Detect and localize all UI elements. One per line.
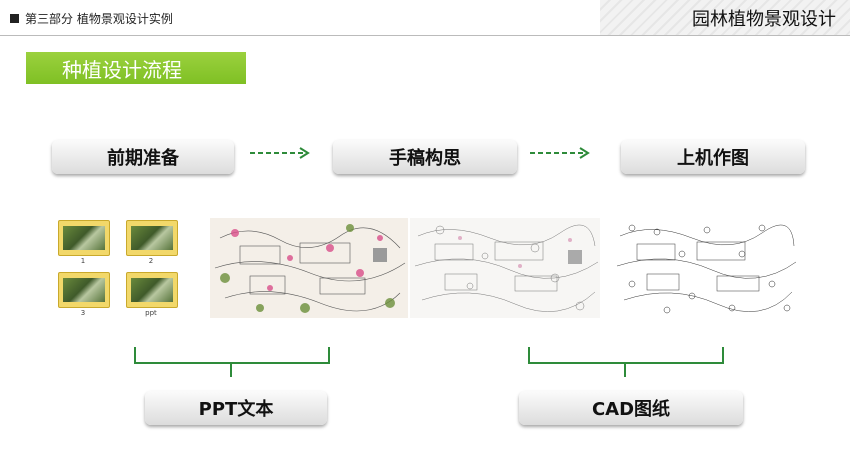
step-cad: 上机作图 xyxy=(621,140,805,174)
folder-icon xyxy=(126,272,178,308)
colored-plan-sketch-image xyxy=(210,218,408,318)
right-brace-icon xyxy=(528,347,724,377)
step-sketch: 手稿构思 xyxy=(333,140,517,174)
folder-icon xyxy=(126,220,178,256)
folder-label: 1 xyxy=(80,257,86,265)
output-ppt: PPT文本 xyxy=(145,391,327,425)
folder-icon xyxy=(58,272,110,308)
output-cad: CAD图纸 xyxy=(519,391,743,425)
dashed-arrow-icon xyxy=(250,147,310,159)
header-divider xyxy=(0,35,850,36)
cad-plan-image xyxy=(612,218,798,318)
folder-label: 3 xyxy=(80,309,86,317)
step-label: 前期准备 xyxy=(107,148,179,169)
output-label: CAD图纸 xyxy=(591,399,671,420)
section-label: 第三部分 植物景观设计实例 xyxy=(25,12,173,26)
folder-label: ppt xyxy=(145,309,157,317)
bullet-square-icon xyxy=(10,14,19,23)
output-label: PPT文本 xyxy=(198,399,274,420)
folder-label: 2 xyxy=(148,257,154,265)
folder-icon xyxy=(58,220,110,256)
left-brace-icon xyxy=(134,347,330,377)
pencil-sketch-image xyxy=(410,218,600,318)
dashed-arrow-icon xyxy=(530,147,590,159)
section-header: 第三部分 植物景观设计实例 xyxy=(10,10,173,27)
course-title-banner: 园林植物景观设计 xyxy=(600,0,850,35)
step-label: 上机作图 xyxy=(677,148,749,169)
step-preparation: 前期准备 xyxy=(52,140,234,174)
step-label: 手稿构思 xyxy=(389,148,461,169)
slide-title: 种植设计流程 xyxy=(26,52,246,84)
slide-title-text: 种植设计流程 xyxy=(62,57,182,82)
course-title: 园林植物景观设计 xyxy=(692,8,836,30)
